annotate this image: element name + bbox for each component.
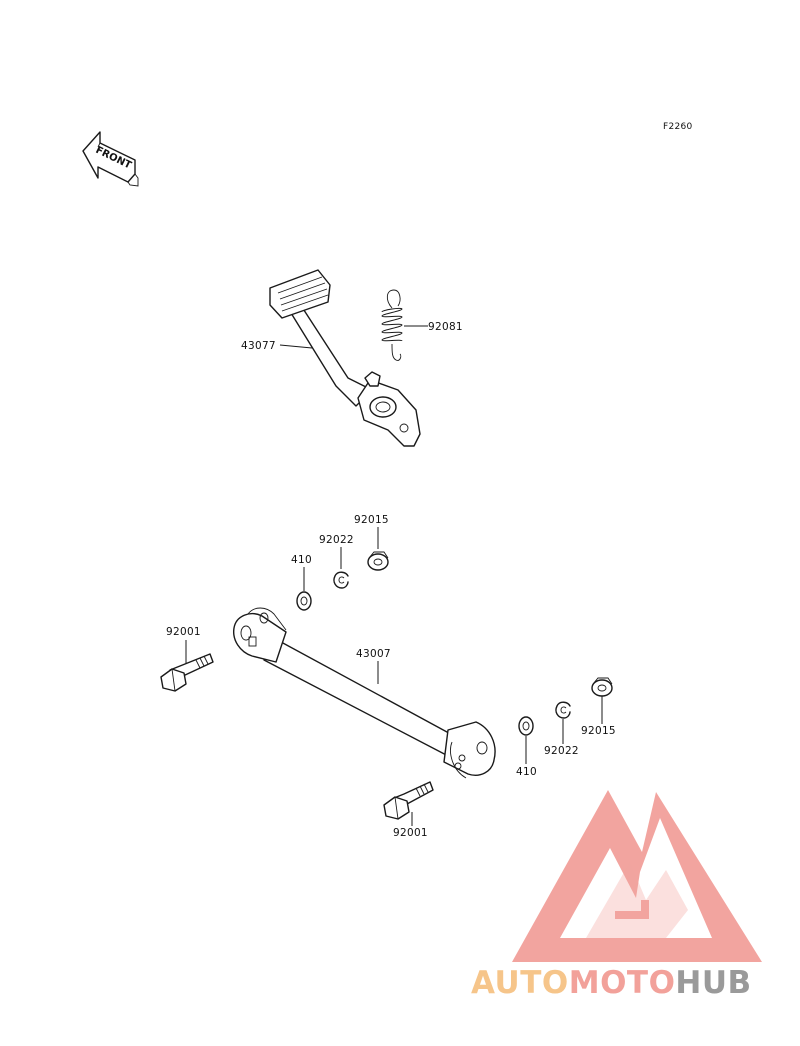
label-bolt-bottom: 92001	[393, 827, 428, 839]
label-brake-pedal: 43077	[241, 340, 276, 352]
label-collar-top: 92015	[354, 514, 389, 526]
watermark-auto: AUTO	[471, 965, 569, 1001]
label-collar-right: 92015	[581, 725, 616, 737]
front-arrow-icon: FRONT	[82, 131, 139, 187]
bolt-left	[160, 653, 214, 692]
label-rod: 43007	[356, 648, 391, 660]
collar-top	[367, 551, 389, 571]
watermark-moto: MOTO	[569, 965, 676, 1001]
watermark-hub: HUB	[675, 965, 751, 1001]
brake-rod	[233, 607, 496, 779]
collar-right	[591, 677, 613, 697]
label-spring: 92081	[428, 321, 463, 333]
label-bolt-left: 92001	[166, 626, 201, 638]
label-snap-ring-top: 92022	[319, 534, 354, 546]
snap-ring-right	[555, 701, 571, 719]
label-washer-top: 410	[291, 554, 312, 566]
automotohub-logo	[512, 790, 762, 962]
snap-ring-top	[333, 571, 349, 589]
watermark-text: AUTOMOTOHUB	[471, 965, 752, 1001]
return-spring	[381, 289, 428, 361]
brake-pedal	[269, 269, 421, 447]
bolt-bottom	[383, 781, 434, 820]
label-snap-ring-right: 92022	[544, 745, 579, 757]
label-washer-right: 410	[516, 766, 537, 778]
washer-top	[296, 591, 312, 611]
washer-right	[518, 716, 534, 736]
diagram-code: F2260	[663, 122, 693, 132]
